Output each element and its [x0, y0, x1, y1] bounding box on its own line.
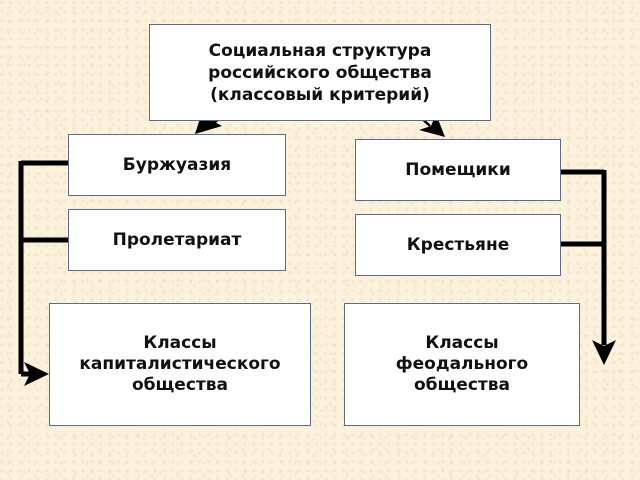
right-bracket: [561, 169, 607, 345]
feudal-classes-box: Классы феодального общества: [344, 303, 580, 426]
left-bracket: [18, 160, 68, 377]
right-bracket-arrowhead: [592, 340, 616, 365]
landlords-box: Помещики: [355, 139, 561, 201]
capitalist-classes-box: Классы капиталистического общества: [49, 303, 311, 426]
proletariat-box: Пролетариат: [68, 209, 286, 271]
peasants-box: Крестьяне: [355, 214, 561, 276]
title-to-landlords-arrowhead: [419, 114, 445, 137]
title-box: Социальная структура российского обществ…: [149, 24, 491, 121]
left-bracket-arrowhead: [24, 362, 49, 386]
bourgeoisie-box: Буржуазия: [68, 134, 286, 196]
